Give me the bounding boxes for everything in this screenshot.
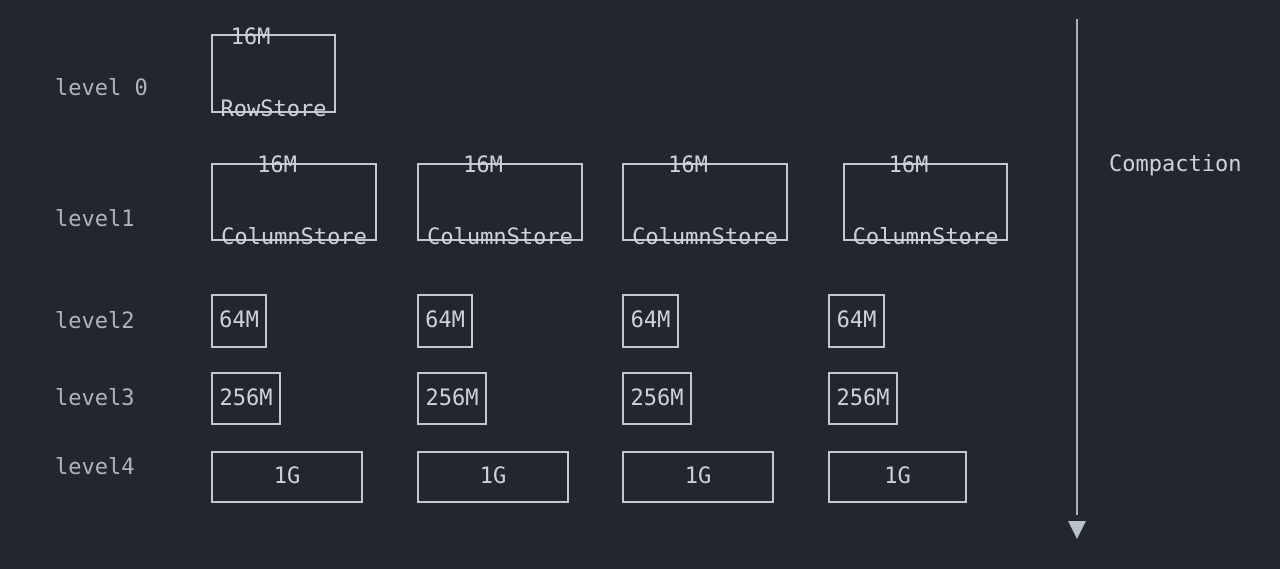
level1-sstable-box: 16M ColumnStore bbox=[211, 154, 377, 250]
sstable-text: 16M ColumnStore bbox=[427, 106, 573, 298]
sstable-store-type: RowStore bbox=[220, 96, 327, 122]
level2-label: level2 bbox=[55, 309, 135, 334]
level4-sstable-box: 1G bbox=[417, 451, 569, 503]
level3-sstable-box: 256M bbox=[211, 372, 281, 425]
sstable-size: 1G bbox=[479, 464, 507, 489]
level3-sstable-box: 256M bbox=[828, 372, 898, 425]
sstable-size: 16M bbox=[230, 24, 271, 50]
sstable-size: 16M bbox=[257, 153, 297, 178]
level2-sstable-box: 64M bbox=[622, 294, 679, 348]
level1-sstable-box: 16M ColumnStore bbox=[417, 154, 583, 250]
level4-sstable-box: 1G bbox=[828, 451, 967, 503]
sstable-size: 256M bbox=[425, 385, 479, 411]
sstable-size: 256M bbox=[630, 385, 684, 411]
sstable-size: 64M bbox=[836, 308, 877, 333]
sstable-size: 1G bbox=[884, 464, 911, 489]
sstable-text: 16M ColumnStore bbox=[632, 106, 778, 298]
sstable-size: 16M bbox=[463, 153, 503, 178]
level4-sstable-box: 1G bbox=[622, 451, 774, 503]
compaction-label: Compaction bbox=[1109, 152, 1242, 177]
sstable-text: 16M ColumnStore bbox=[853, 106, 999, 298]
sstable-store-type: ColumnStore bbox=[852, 225, 999, 250]
sstable-size: 64M bbox=[630, 308, 671, 333]
sstable-store-type: ColumnStore bbox=[632, 225, 778, 250]
level1-sstable-box: 16M ColumnStore bbox=[622, 154, 788, 250]
level2-sstable-box: 64M bbox=[211, 294, 267, 348]
level3-sstable-box: 256M bbox=[417, 372, 487, 425]
sstable-store-type: ColumnStore bbox=[427, 225, 573, 250]
sstable-store-type: ColumnStore bbox=[221, 225, 367, 250]
level0-sstable-box: 16M RowStore bbox=[211, 25, 336, 121]
level1-sstable-box: 16M ColumnStore bbox=[843, 154, 1008, 250]
sstable-size: 16M bbox=[888, 153, 929, 178]
level2-sstable-box: 64M bbox=[828, 294, 885, 348]
sstable-size: 16M bbox=[668, 153, 708, 178]
compaction-arrow-line bbox=[1076, 19, 1078, 515]
level1-label: level1 bbox=[55, 207, 135, 232]
sstable-size: 1G bbox=[273, 464, 301, 489]
compaction-arrow-head-icon bbox=[1068, 521, 1086, 539]
level4-label: level4 bbox=[55, 455, 135, 480]
sstable-text: 16M RowStore bbox=[221, 0, 327, 170]
sstable-size: 256M bbox=[219, 385, 273, 411]
sstable-size: 1G bbox=[684, 464, 712, 489]
level0-label: level 0 bbox=[55, 76, 148, 101]
level2-sstable-box: 64M bbox=[417, 294, 473, 348]
level3-sstable-box: 256M bbox=[622, 372, 692, 425]
level3-label: level3 bbox=[55, 386, 135, 411]
sstable-size: 256M bbox=[836, 385, 890, 411]
level4-sstable-box: 1G bbox=[211, 451, 363, 503]
sstable-size: 64M bbox=[425, 308, 465, 333]
sstable-size: 64M bbox=[219, 308, 259, 333]
sstable-text: 16M ColumnStore bbox=[221, 106, 367, 298]
